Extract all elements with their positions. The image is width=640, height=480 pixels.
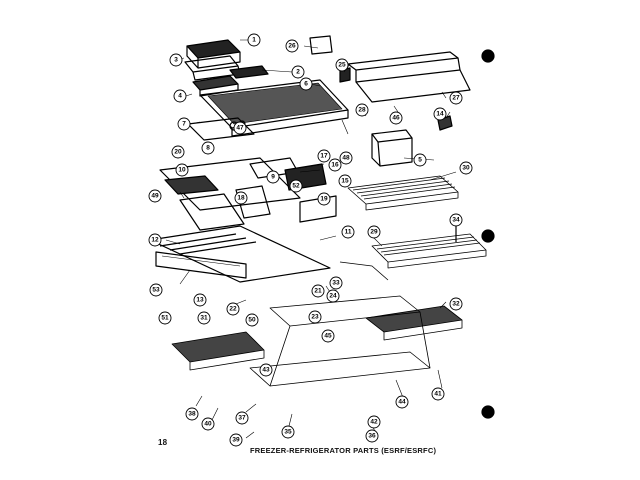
rail-part-60	[155, 251, 247, 279]
callout-33: 33	[332, 280, 340, 287]
callout-4: 4	[178, 93, 182, 100]
ice-tray-part	[186, 39, 241, 69]
callout-17: 17	[320, 153, 328, 160]
callout-10: 10	[178, 167, 186, 174]
callout-28: 28	[358, 107, 366, 114]
callout-20: 20	[174, 149, 182, 156]
callout-29: 29	[370, 229, 378, 236]
callout-8: 8	[206, 145, 210, 152]
callout-23: 23	[311, 314, 319, 321]
callout-7: 7	[182, 121, 186, 128]
callout-49: 49	[151, 193, 159, 200]
callout-27: 27	[452, 95, 460, 102]
callout-38: 38	[188, 411, 196, 418]
callout-44: 44	[398, 399, 406, 406]
callout-52: 52	[292, 183, 300, 190]
callout-3: 3	[174, 57, 178, 64]
callout-53: 53	[152, 287, 160, 294]
callout-30: 30	[462, 165, 470, 172]
leader-lines	[165, 39, 457, 439]
lower-shelf-32	[365, 305, 463, 341]
callout-42: 42	[370, 419, 378, 426]
diagram-title: FREEZER-REFRIGERATOR PARTS (ESRF/ESRFC)	[250, 446, 437, 455]
callout-48: 48	[342, 155, 350, 162]
callout-6: 6	[304, 81, 308, 88]
callout-15: 15	[341, 178, 349, 185]
punch-hole-middle	[481, 229, 495, 243]
ice-bin-part	[184, 55, 269, 81]
lower-shelf-31	[171, 331, 265, 371]
callout-22: 22	[229, 306, 237, 313]
callout-25: 25	[338, 62, 346, 69]
callout-12: 12	[151, 237, 159, 244]
callout-45: 45	[324, 333, 332, 340]
callout-50: 50	[248, 317, 256, 324]
callout-24: 24	[329, 293, 337, 300]
callout-47: 47	[236, 125, 244, 132]
callout-34: 34	[452, 217, 460, 224]
callout-21: 21	[314, 288, 322, 295]
callout-31: 31	[200, 315, 208, 322]
callout-39: 39	[232, 437, 240, 444]
callout-35: 35	[284, 429, 292, 436]
callout-16: 16	[331, 162, 339, 169]
callout-11: 11	[345, 229, 352, 236]
callout-26: 26	[288, 43, 296, 50]
callout-19: 19	[320, 196, 328, 203]
callout-37: 37	[238, 415, 246, 422]
callout-9: 9	[271, 174, 275, 181]
callouts	[148, 33, 473, 447]
crisper-bin-part	[371, 129, 413, 167]
top-panel-part	[339, 51, 471, 103]
callout-51: 51	[161, 315, 169, 322]
freezer-floor-part	[199, 79, 349, 137]
punch-hole-bottom	[481, 405, 495, 419]
callout-2: 2	[296, 69, 300, 76]
shelf-frame-part	[339, 233, 487, 281]
callout-14: 14	[436, 111, 444, 118]
plate-part-26	[309, 35, 333, 55]
callout-40: 40	[204, 421, 212, 428]
page-number: 18	[158, 438, 168, 447]
callout-41: 41	[434, 391, 442, 398]
drawer-frame-part	[249, 295, 431, 387]
wire-shelf-30	[347, 175, 459, 211]
callout-18: 18	[237, 195, 245, 202]
callout-36: 36	[368, 433, 376, 440]
callout-43: 43	[262, 367, 270, 374]
punch-hole-top	[481, 49, 495, 63]
callout-1: 1	[252, 37, 256, 44]
callout-5: 5	[418, 157, 422, 164]
callout-46: 46	[392, 115, 400, 122]
callout-13: 13	[196, 297, 204, 304]
callout-32: 32	[452, 301, 460, 308]
